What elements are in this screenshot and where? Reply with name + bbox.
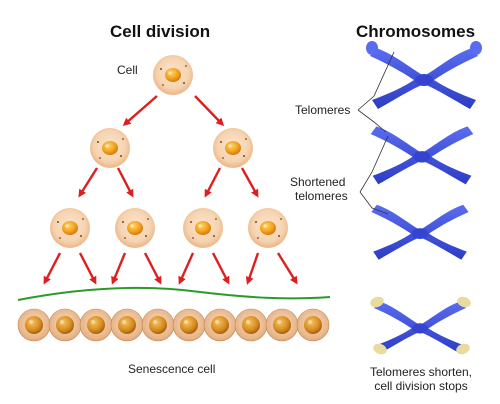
- arrow: [111, 252, 127, 285]
- division-stops-label: Telomeres shorten, cell division stops: [356, 365, 486, 393]
- telomeres-label: Telomeres: [295, 103, 351, 117]
- arrow: [240, 167, 259, 198]
- chromosome-shorter-1: [370, 126, 474, 185]
- cell-division-title: Cell division: [110, 22, 211, 41]
- shortened-telomeres-label: Shortened telomeres: [290, 175, 348, 203]
- arrow: [43, 252, 62, 285]
- stop-line-1: Telomeres shorten,: [369, 365, 473, 379]
- granddaughter-cell: [248, 208, 288, 248]
- granddaughter-cell: [115, 208, 155, 248]
- arrow: [122, 95, 158, 126]
- chromosome-full-telomeres: [366, 41, 482, 109]
- daughter-cell: [90, 128, 130, 168]
- arrow: [194, 95, 225, 127]
- telomere-pointers: [357, 51, 395, 215]
- parent-cell: [153, 55, 193, 95]
- arrow: [78, 167, 99, 198]
- arrow: [211, 252, 230, 285]
- cell-label: Cell: [117, 63, 138, 77]
- stop-line-2: cell division stops: [374, 379, 468, 393]
- senescence-cell-row: [17, 308, 330, 342]
- shortened-line-1: Shortened: [290, 175, 346, 189]
- granddaughter-cell: [183, 208, 223, 248]
- arrow: [143, 252, 162, 285]
- daughter-cell: [213, 128, 253, 168]
- arrow: [178, 252, 195, 285]
- senescence-cell-label: Senescence cell: [128, 362, 216, 376]
- chromosome-capped-telomeres: [370, 296, 471, 355]
- arrow: [204, 167, 222, 198]
- granddaughter-cell: [50, 208, 90, 248]
- arrow: [276, 252, 298, 285]
- arrow: [245, 252, 260, 285]
- chromosomes-title: Chromosomes: [356, 22, 476, 41]
- division-arrows: [43, 95, 298, 285]
- senescence-limit-line: [17, 286, 331, 301]
- arrow: [116, 167, 134, 198]
- shortened-line-2: telomeres: [295, 189, 348, 203]
- arrow: [78, 252, 97, 285]
